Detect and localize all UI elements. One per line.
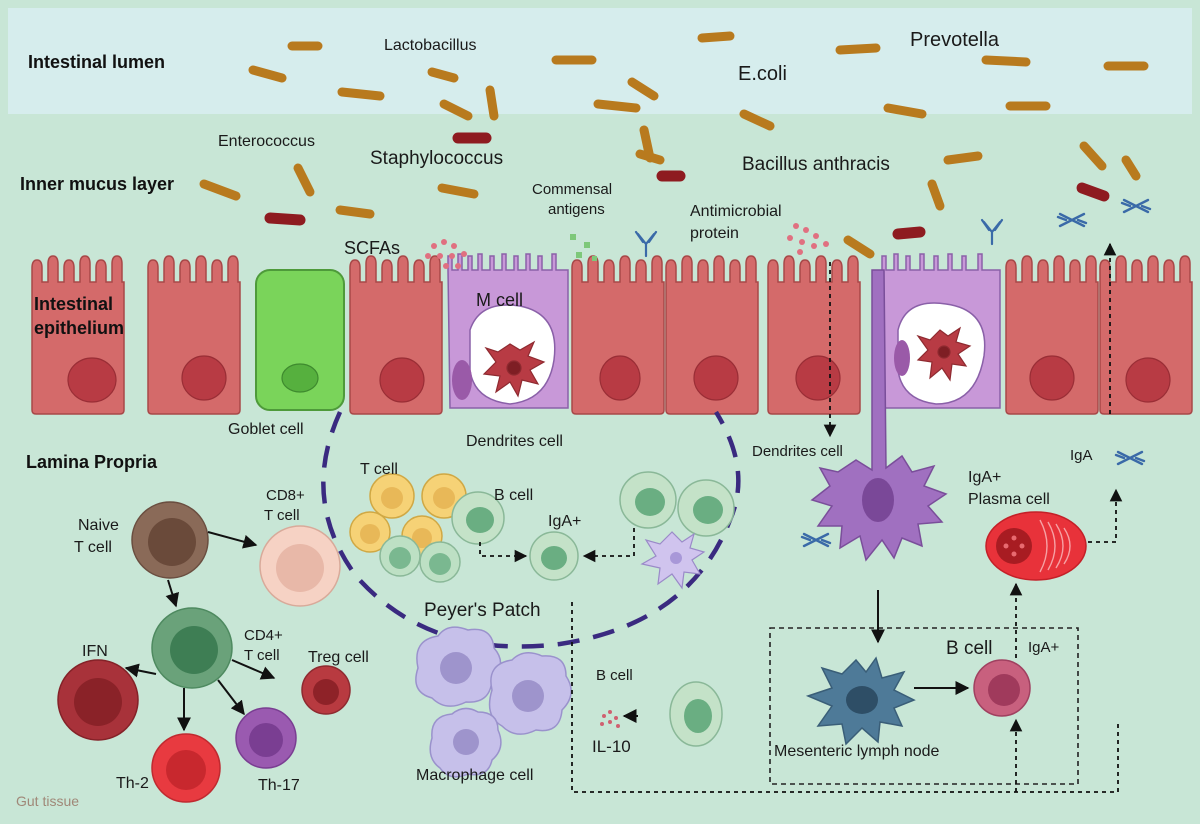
label-intestinal-lumen: Intestinal lumen <box>28 52 165 72</box>
mln-dendritic-cell <box>805 656 916 746</box>
dendritic-cell-pp <box>640 531 706 590</box>
dendritic-cell-m <box>482 340 546 398</box>
label-mln: Mesenteric lymph node <box>774 743 940 760</box>
label-b-cell-mln: B cell <box>946 638 992 659</box>
label-bacillus: Bacillus anthracis <box>742 154 890 175</box>
m-cell <box>447 253 569 409</box>
label-commensal-1: Commensal <box>532 181 612 198</box>
label-naive-1: Naive <box>78 517 119 534</box>
antimicrobial-dots <box>787 223 829 255</box>
footer-gut-tissue: Gut tissue <box>16 793 79 809</box>
label-dendrites-center: Dendrites cell <box>466 433 563 450</box>
label-goblet-cell: Goblet cell <box>228 421 304 438</box>
th2-cell <box>151 733 221 803</box>
label-scfas: SCFAs <box>344 238 400 258</box>
dendritic-cell-right-epi <box>916 326 972 382</box>
label-iga-plus-mln: IgA+ <box>1028 639 1060 656</box>
label-b-cell-pp: B cell <box>494 487 533 504</box>
label-staphylococcus: Staphylococcus <box>370 148 503 169</box>
bacteria-group <box>199 31 1149 259</box>
label-il10: IL-10 <box>592 737 631 756</box>
label-epithelium-1: Intestinal <box>34 294 113 314</box>
ifn-cell <box>57 659 139 741</box>
dashed-arrows <box>479 242 1123 793</box>
lymph-node-box <box>769 627 1079 785</box>
scfa-dots <box>425 239 467 269</box>
label-treg: Treg cell <box>308 649 369 666</box>
label-m-cell: M cell <box>476 290 523 310</box>
label-peyers-patch: Peyer's Patch <box>424 600 541 621</box>
label-ifn: IFN <box>82 643 108 660</box>
mln-b-cell <box>973 659 1031 717</box>
label-dendrites-right: Dendrites cell <box>752 443 843 460</box>
iga-plus-cell-pp <box>529 531 579 581</box>
il10-dots <box>600 710 620 728</box>
macrophage-cells <box>415 626 572 778</box>
label-naive-2: T cell <box>74 539 112 556</box>
label-iga-plasma-2: Plasma cell <box>968 491 1050 508</box>
label-th2: Th-2 <box>116 775 149 792</box>
label-cd8-2: T cell <box>264 507 300 524</box>
label-ecoli: E.coli <box>738 63 787 85</box>
label-prevotella: Prevotella <box>910 29 1000 51</box>
label-cd4-2: T cell <box>244 647 280 664</box>
epithelium-row <box>31 255 1193 415</box>
label-lamina-propria: Lamina Propria <box>26 452 158 472</box>
cd4-t-cell <box>151 607 233 689</box>
label-iga: IgA <box>1070 447 1093 464</box>
naive-t-cell <box>131 501 209 579</box>
b-cell-pp <box>451 491 505 545</box>
label-epithelium-2: epithelium <box>34 318 124 338</box>
treg-cell <box>301 665 351 715</box>
label-cd4-1: CD4+ <box>244 627 283 644</box>
arrows <box>124 531 970 732</box>
label-macrophage: Macrophage cell <box>416 767 533 784</box>
t-cell-cluster <box>349 473 467 583</box>
label-b-cell-lower: B cell <box>596 667 633 684</box>
label-enterococcus: Enterococcus <box>218 133 315 150</box>
label-antimicrobial-1: Antimicrobial <box>690 203 782 220</box>
label-cd8-1: CD8+ <box>266 487 305 504</box>
dendritic-cell-large <box>810 269 948 562</box>
iga-plasma-cell <box>985 511 1087 581</box>
b-cell-pair-pp <box>619 471 735 537</box>
label-lactobacillus: Lactobacillus <box>384 37 477 54</box>
label-commensal-2: antigens <box>548 201 605 218</box>
label-iga-plasma-1: IgA+ <box>968 469 1001 486</box>
label-inner-mucus: Inner mucus layer <box>20 174 174 194</box>
b-cell-lower <box>669 681 723 747</box>
cd8-t-cell <box>259 525 341 607</box>
label-t-cell-pp: T cell <box>360 461 398 478</box>
commensal-antigen-dots <box>570 234 597 261</box>
label-th17: Th-17 <box>258 777 300 794</box>
label-antimicrobial-2: protein <box>690 225 739 242</box>
goblet-cell <box>255 269 345 411</box>
label-iga-plus-pp: IgA+ <box>548 513 581 530</box>
th17-cell <box>235 707 297 769</box>
